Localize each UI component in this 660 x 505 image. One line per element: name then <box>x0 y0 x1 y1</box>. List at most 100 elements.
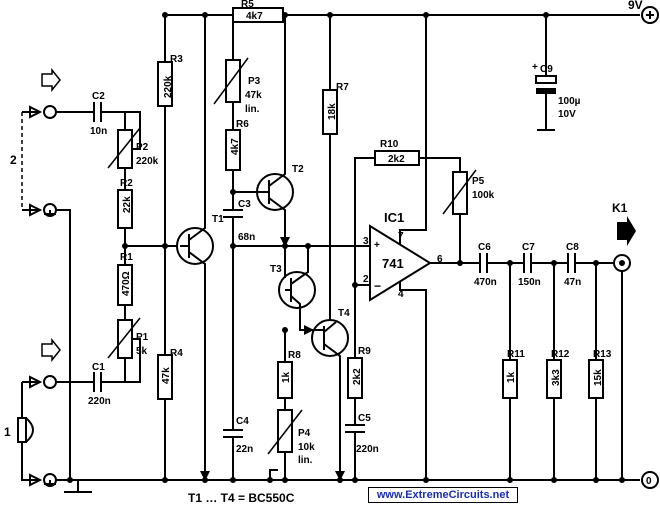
r4-resistor: R4 47k <box>157 246 183 480</box>
svg-text:47k: 47k <box>245 90 262 101</box>
svg-text:47n: 47n <box>564 277 581 288</box>
svg-text:R8: R8 <box>288 350 301 361</box>
svg-text:C4: C4 <box>236 416 249 427</box>
c3-capacitor: C3 68n <box>223 192 255 246</box>
svg-text:4: 4 <box>398 289 404 300</box>
output-arrow-icon <box>617 216 636 246</box>
p2-potentiometer: P2 220k <box>107 111 159 190</box>
svg-text:+: + <box>532 62 538 73</box>
svg-text:470n: 470n <box>474 277 497 288</box>
svg-text:C7: C7 <box>522 242 535 253</box>
c5-capacitor: C5 220n <box>345 413 379 480</box>
svg-text:10n: 10n <box>90 126 107 137</box>
c2-capacitor: C2 10n <box>90 91 125 137</box>
r9-resistor: R9 2k2 <box>347 285 371 425</box>
svg-text:P4: P4 <box>298 428 311 439</box>
svg-text:P3: P3 <box>248 76 261 87</box>
svg-text:47k: 47k <box>161 367 172 384</box>
input-arrow-icon <box>41 67 61 93</box>
svg-text:T1: T1 <box>212 214 224 225</box>
footer-website-link[interactable]: www.ExtremeCircuits.net <box>368 487 518 503</box>
svg-text:220k: 220k <box>136 156 159 167</box>
svg-text:R11: R11 <box>507 349 525 360</box>
svg-text:2k2: 2k2 <box>352 368 363 385</box>
svg-text:R13: R13 <box>593 349 612 360</box>
svg-text:C1: C1 <box>92 362 105 373</box>
svg-text:+: + <box>374 240 380 251</box>
input-mic-jack: 1 <box>4 337 90 487</box>
ground-label: 0 <box>646 476 652 487</box>
t1-transistor: T1 <box>176 15 224 481</box>
supply-label: 9V <box>628 0 643 12</box>
svg-text:IC1: IC1 <box>384 210 404 225</box>
svg-text:470Ω: 470Ω <box>121 271 132 296</box>
c4-capacitor: C4 22n <box>223 246 253 480</box>
svg-text:C5: C5 <box>358 413 371 424</box>
svg-text:C8: C8 <box>566 242 579 253</box>
svg-text:C3: C3 <box>238 199 251 210</box>
svg-text:R12: R12 <box>551 349 570 360</box>
svg-text:C6: C6 <box>478 242 491 253</box>
svg-text:68n: 68n <box>238 232 255 243</box>
svg-text:220n: 220n <box>356 444 379 455</box>
r7-resistor: R7 18k <box>322 15 349 340</box>
svg-text:1k: 1k <box>281 371 292 383</box>
r5-resistor: R5 4k7 <box>232 0 284 23</box>
svg-text:2: 2 <box>363 274 369 285</box>
svg-text:R10: R10 <box>380 139 399 150</box>
svg-text:P1: P1 <box>136 332 149 343</box>
transistor-caption: T1 … T4 = BC550C <box>188 491 295 505</box>
svg-text:C2: C2 <box>92 91 105 102</box>
svg-text:4k7: 4k7 <box>230 138 241 155</box>
svg-text:R2: R2 <box>120 178 133 189</box>
svg-text:1k: 1k <box>506 371 517 383</box>
r3-resistor: R3 220k <box>157 15 183 246</box>
r8-resistor: R8 1k <box>277 330 301 410</box>
t3-transistor: T3 <box>270 246 316 335</box>
svg-text:P5: P5 <box>472 176 485 187</box>
r6-resistor: R6 4k7 <box>225 102 249 200</box>
ic1-opamp: 741 + − IC1 3 2 7 4 6 <box>360 15 460 480</box>
r12-resistor: R12 3k3 <box>546 263 570 480</box>
svg-text:K1: K1 <box>612 201 628 215</box>
p3-potentiometer: P3 47k lin. <box>213 15 262 115</box>
r10-resistor: R10 2k2 <box>374 139 461 172</box>
input-arrow-icon-2 <box>41 337 61 363</box>
svg-text:3: 3 <box>363 236 369 247</box>
p4-potentiometer: P4 10k lin. <box>267 409 315 480</box>
svg-text:T4: T4 <box>338 308 350 319</box>
t4-transistor: T4 <box>311 308 350 481</box>
svg-text:100µ: 100µ <box>558 96 581 107</box>
svg-text:C9: C9 <box>540 64 553 75</box>
svg-text:P2: P2 <box>136 142 149 153</box>
svg-text:6: 6 <box>437 254 443 265</box>
svg-text:15k: 15k <box>593 369 604 386</box>
svg-text:150n: 150n <box>518 277 541 288</box>
r11-resistor: R11 1k <box>502 263 525 480</box>
svg-text:22k: 22k <box>122 196 133 213</box>
c6-capacitor: C6 470n <box>460 242 510 288</box>
svg-text:22n: 22n <box>236 444 253 455</box>
c9-capacitor: C9 + 100µ 10V <box>532 15 581 131</box>
svg-text:2k2: 2k2 <box>388 154 405 165</box>
svg-text:T2: T2 <box>292 164 304 175</box>
svg-text:4k7: 4k7 <box>246 11 263 22</box>
svg-text:10V: 10V <box>558 109 576 120</box>
svg-text:lin.: lin. <box>245 104 260 115</box>
mic-label: 1 <box>4 425 11 439</box>
svg-text:741: 741 <box>382 256 404 271</box>
svg-text:220n: 220n <box>88 396 111 407</box>
input-pair-label: 2 <box>10 153 17 167</box>
svg-text:5k: 5k <box>136 346 148 357</box>
input-line-jack: 2 <box>10 67 90 480</box>
p5-potentiometer: P5 100k <box>442 169 495 263</box>
svg-text:220k: 220k <box>163 75 174 98</box>
svg-text:R3: R3 <box>170 54 183 65</box>
c1-capacitor: C1 220n <box>88 362 111 407</box>
r13-resistor: R13 15k <box>588 263 612 480</box>
svg-text:T3: T3 <box>270 264 282 275</box>
svg-text:18k: 18k <box>327 103 338 120</box>
svg-text:R6: R6 <box>236 119 249 130</box>
r2-resistor: R2 22k <box>117 178 133 265</box>
